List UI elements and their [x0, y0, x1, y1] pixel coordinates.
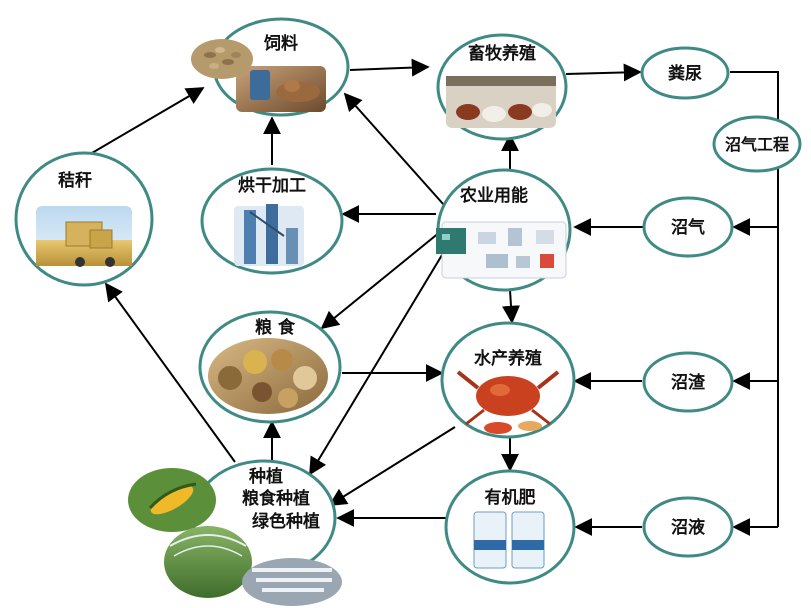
label-grain: 粮 食	[255, 317, 296, 338]
connections	[79, 58, 779, 536]
label-biogas-residue: 沼渣	[671, 372, 706, 393]
drying-photo	[234, 204, 304, 266]
label-biogas-project: 沼气工程	[725, 135, 789, 154]
node-manure: 粪尿	[640, 46, 730, 100]
arrow-energy-to-aquaculture	[502, 289, 520, 324]
node-drying: 烘干加工	[200, 167, 344, 275]
aquaculture-photo	[456, 370, 560, 434]
label-straw: 秸秆	[58, 170, 92, 191]
label-agri-energy: 农业用能	[459, 185, 528, 206]
arrow-aquaculture-to-planting	[328, 426, 456, 506]
node-planting: 种植 粮食种植 绿色种植	[128, 459, 342, 606]
arrow-planting-to-straw	[104, 282, 236, 463]
node-straw: 秸秆	[14, 151, 154, 287]
arrow-energy-to-planting	[309, 249, 446, 476]
label-feed: 饲料	[263, 33, 298, 54]
straw-photo	[36, 206, 132, 267]
grain-photo	[208, 338, 328, 414]
label-planting-3: 绿色种植	[252, 511, 320, 532]
node-feed: 饲料	[191, 17, 350, 117]
arrow-livestock-to-manure	[565, 63, 642, 82]
node-biogas-project: 沼气工程	[712, 115, 802, 173]
node-livestock: 畜牧养殖	[436, 33, 568, 141]
arrow-energy-to-feed	[343, 92, 445, 206]
node-agri-energy: 农业用能	[436, 168, 572, 292]
label-livestock: 畜牧养殖	[468, 43, 536, 64]
corn-photo	[128, 468, 216, 532]
arrow-feed-to-livestock	[349, 58, 430, 77]
node-biogas-residue: 沼渣	[642, 351, 734, 413]
node-organic-fertilizer: 有机肥	[444, 469, 576, 585]
label-planting-1: 种植	[248, 466, 283, 487]
agri-energy-photo	[436, 221, 567, 279]
label-organic-fertilizer: 有机肥	[485, 487, 536, 508]
biogas-bracket-top	[730, 71, 779, 128]
label-planting-2: 粮食种植	[242, 488, 310, 509]
node-biogas: 沼气	[642, 196, 734, 258]
label-manure: 粪尿	[668, 63, 702, 84]
node-grain: 粮 食	[198, 310, 342, 424]
node-biogas-slurry: 沼液	[642, 496, 734, 558]
field-photo	[242, 558, 342, 606]
livestock-photo	[446, 76, 556, 128]
feed-photo	[236, 66, 326, 112]
arrow-straw-to-feed	[79, 87, 205, 161]
label-biogas: 沼气	[671, 217, 705, 238]
greenhouse-photo	[164, 526, 252, 598]
label-aquaculture: 水产养殖	[474, 348, 542, 369]
label-biogas-slurry: 沼液	[671, 517, 705, 538]
node-aquaculture: 水产养殖	[440, 321, 576, 439]
label-drying: 烘干加工	[238, 175, 306, 196]
fertilizer-bags-photo	[473, 511, 545, 569]
feed-pellets-photo	[191, 39, 253, 79]
arrow-energy-to-grain	[320, 231, 441, 330]
